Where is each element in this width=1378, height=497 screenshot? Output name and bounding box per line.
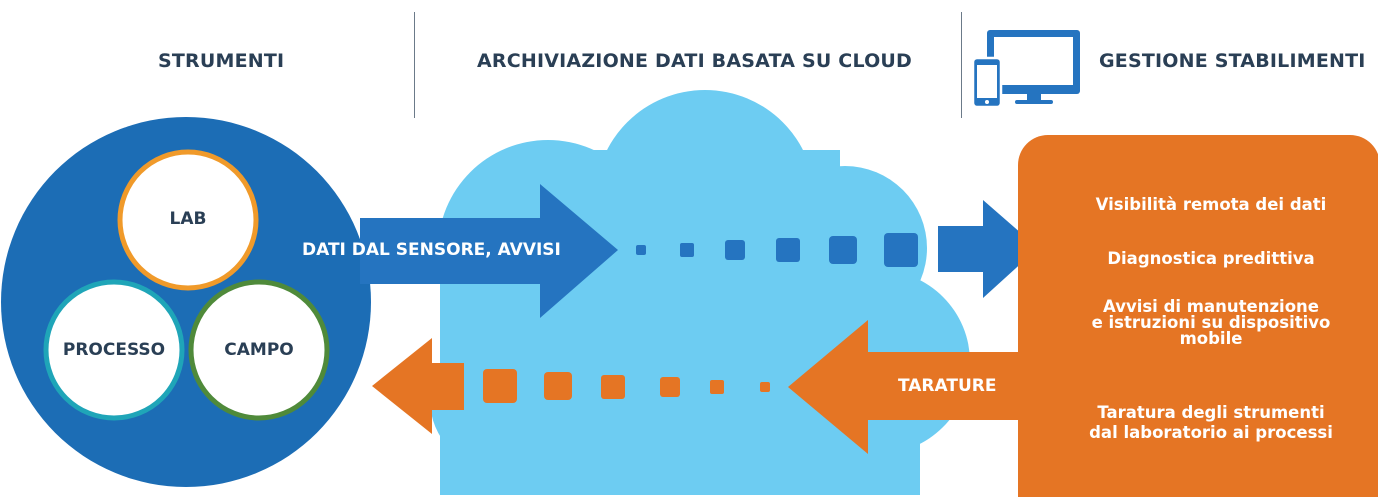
header-cloud: ARCHIVIAZIONE DATI BASATA SU CLOUD — [477, 50, 913, 72]
lab-circle — [117, 149, 259, 291]
capabilities-panel — [1018, 135, 1378, 497]
header-divider-left — [414, 12, 415, 118]
upstream-arrow-label: DATI DAL SENSORE, AVVISI — [302, 240, 561, 260]
header-gestione: GESTIONE STABILIMENTI — [1099, 50, 1366, 72]
upstream-dots — [636, 233, 918, 267]
downstream-arrowhead — [372, 338, 464, 434]
campo-circle — [188, 279, 330, 421]
upstream-arrow — [360, 184, 618, 318]
downstream-arrow — [788, 320, 1040, 454]
processo-label: PROCESSO — [62, 340, 166, 360]
lab-label: LAB — [169, 209, 207, 229]
processo-circle — [43, 279, 185, 421]
panel-item-calibration: Taratura degli strumenti dal laboratorio… — [1089, 403, 1333, 442]
downstream-dots — [483, 369, 770, 403]
campo-label: CAMPO — [224, 340, 294, 360]
tablet-and-monitor-icon — [971, 30, 1080, 109]
panel-item-remote-visibility: Visibilità remota dei dati — [1095, 195, 1327, 214]
header-divider-right — [961, 12, 962, 118]
upstream-arrowhead — [938, 200, 1038, 298]
header-strumenti: STRUMENTI — [158, 50, 285, 72]
panel-item-maintenance-alerts: Avvisi di manutenzione e istruzioni su d… — [1091, 297, 1331, 348]
cloud-shape — [430, 90, 970, 495]
panel-item-predictive-diagnostics: Diagnostica predittiva — [1107, 249, 1315, 268]
downstream-arrow-label: TARATURE — [898, 376, 997, 396]
